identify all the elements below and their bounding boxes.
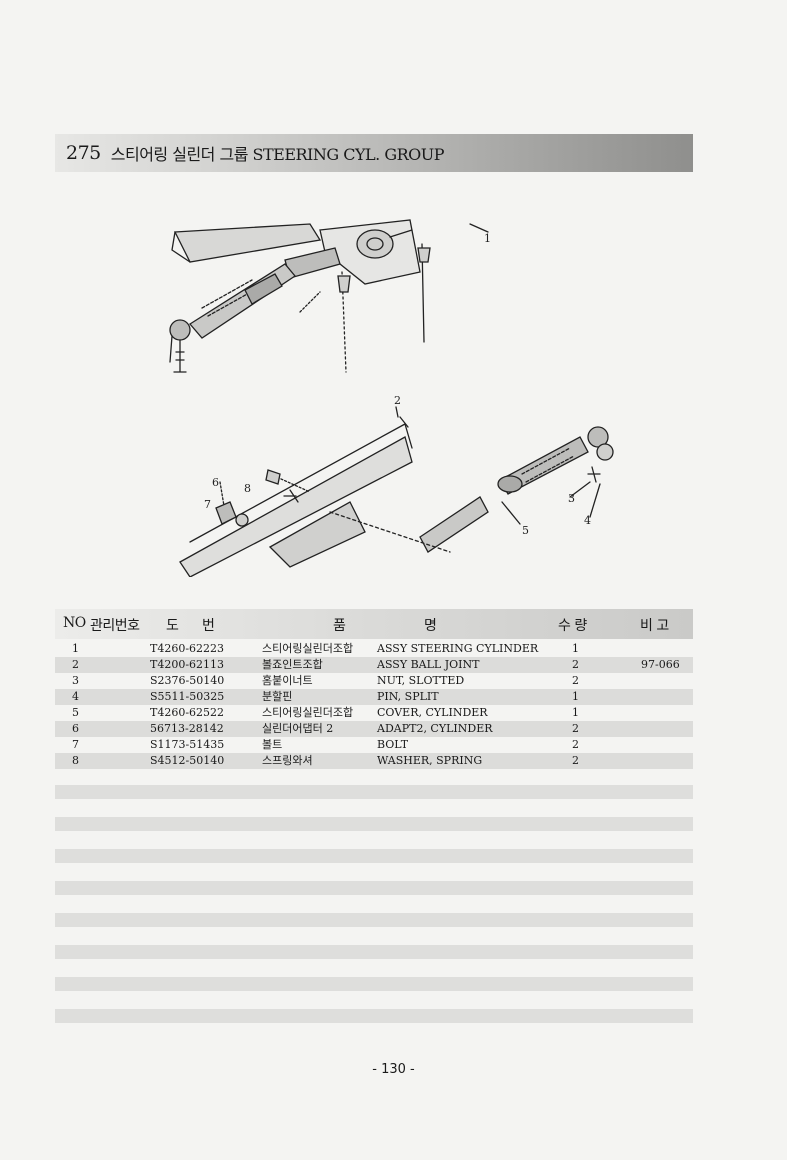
- table-row: 6 56713-28142 실린더어댑터 2 ADAPT2, CYLINDER …: [55, 721, 693, 737]
- header-name-1: 품: [333, 618, 346, 634]
- table-row: 3 S2376-50140 홈붙이너트 NUT, SLOTTED 2: [55, 673, 693, 689]
- callout-2: 2: [394, 394, 401, 407]
- row-korean-name: 스프링와셔: [262, 754, 313, 767]
- row-no: 7: [72, 738, 79, 751]
- row-english-name: PIN, SPLIT: [377, 690, 439, 703]
- row-korean-name: 스티어링실린더조합: [262, 706, 354, 719]
- row-no: 1: [72, 642, 79, 655]
- row-no: 4: [72, 690, 79, 703]
- row-no: 2: [72, 658, 79, 671]
- header-name-2: 명: [424, 618, 437, 634]
- row-english-name: BOLT: [377, 738, 409, 751]
- callout-8: 8: [244, 482, 251, 495]
- row-korean-name: 홈붙이너트: [262, 674, 313, 687]
- empty-row-band: [55, 977, 693, 991]
- header-no: NO: [63, 615, 86, 631]
- row-no: 3: [72, 674, 79, 687]
- empty-row-band: [55, 785, 693, 799]
- empty-row-band: [55, 1009, 693, 1023]
- row-qty: 2: [572, 754, 579, 767]
- table-row: 1 T4260-62223 스티어링실린더조합 ASSY STEERING CY…: [55, 641, 693, 657]
- row-korean-name: 볼죠인트조합: [262, 658, 323, 671]
- row-part-number: T4260-62223: [150, 642, 225, 655]
- header-mgmt-no: 관리번호: [90, 618, 140, 634]
- empty-row-band: [55, 881, 693, 895]
- header-qty: 수 량: [558, 618, 587, 634]
- row-no: 6: [72, 722, 79, 735]
- empty-row-band: [55, 817, 693, 831]
- table-row: 5 T4260-62522 스티어링실린더조합 COVER, CYLINDER …: [55, 705, 693, 721]
- row-part-number: T4200-62113: [150, 658, 225, 671]
- section-number: 275: [66, 142, 101, 164]
- row-part-number: S4512-50140: [150, 754, 225, 767]
- empty-row-band: [55, 913, 693, 927]
- parts-diagram: 1 2 3 4 5: [150, 212, 630, 578]
- row-english-name: WASHER, SPRING: [377, 754, 483, 767]
- callout-5: 5: [522, 524, 529, 537]
- empty-row-band: [55, 849, 693, 863]
- table-row: 8 S4512-50140 스프링와셔 WASHER, SPRING 2: [55, 753, 693, 769]
- section-title: 스티어링 실린더 그룹 STEERING CYL. GROUP: [110, 145, 445, 164]
- row-part-number: S2376-50140: [150, 674, 225, 687]
- table-row: 4 S5511-50325 분할핀 PIN, SPLIT 1: [55, 689, 693, 705]
- row-english-name: COVER, CYLINDER: [377, 706, 488, 719]
- row-qty: 2: [572, 722, 579, 735]
- row-korean-name: 볼트: [262, 738, 283, 751]
- parts-table-body: 1 T4260-62223 스티어링실린더조합 ASSY STEERING CY…: [55, 641, 693, 769]
- row-english-name: NUT, SLOTTED: [377, 674, 465, 687]
- row-part-number: T4260-62522: [150, 706, 225, 719]
- row-qty: 1: [572, 642, 579, 655]
- row-note: 97-066: [641, 658, 680, 671]
- page-number: - 130 -: [372, 1062, 415, 1077]
- header-note: 비 고: [640, 618, 669, 634]
- row-qty: 2: [572, 674, 579, 687]
- table-row: 7 S1173-51435 볼트 BOLT 2: [55, 737, 693, 753]
- row-qty: 1: [572, 690, 579, 703]
- parts-table-header: NO 관리번호 도 번 품 명 수 량 비 고: [55, 609, 693, 639]
- row-qty: 2: [572, 738, 579, 751]
- row-english-name: ASSY BALL JOINT: [377, 658, 480, 671]
- row-part-number: S1173-51435: [150, 738, 225, 751]
- header-drawing-1: 도: [166, 618, 179, 634]
- header-drawing-2: 번: [202, 618, 215, 634]
- callout-3: 3: [568, 492, 575, 505]
- table-row: 2 T4200-62113 볼죠인트조합 ASSY BALL JOINT 2 9…: [55, 657, 693, 673]
- row-qty: 2: [572, 658, 579, 671]
- row-korean-name: 분할핀: [262, 690, 293, 703]
- row-no: 5: [72, 706, 79, 719]
- row-english-name: ADAPT2, CYLINDER: [377, 722, 493, 735]
- row-english-name: ASSY STEERING CYLINDER: [377, 642, 539, 655]
- callout-7: 7: [204, 498, 211, 511]
- row-part-number: S5511-50325: [150, 690, 225, 703]
- parts-diagram-svg: 1 2 3 4 5: [169, 219, 614, 578]
- empty-row-band: [55, 945, 693, 959]
- row-qty: 1: [572, 706, 579, 719]
- row-korean-name: 스티어링실린더조합: [262, 642, 354, 655]
- row-no: 8: [72, 754, 79, 767]
- row-part-number: 56713-28142: [150, 722, 224, 735]
- callout-4: 4: [584, 514, 591, 527]
- row-korean-name: 실린더어댑터 2: [262, 722, 334, 735]
- section-title-bar: 275 스티어링 실린더 그룹 STEERING CYL. GROUP: [55, 134, 693, 172]
- callout-6: 6: [212, 476, 219, 489]
- callout-1: 1: [484, 232, 491, 245]
